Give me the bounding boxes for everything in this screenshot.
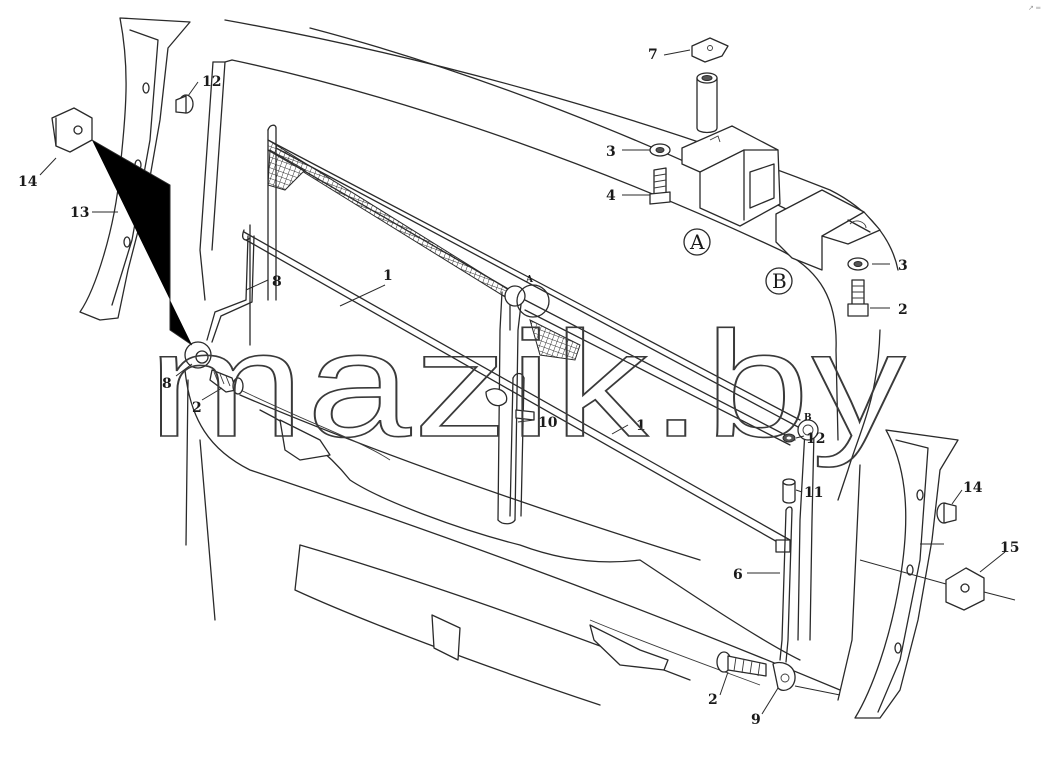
label-2-detail-b: 2 (898, 302, 908, 318)
pillar-15 (854, 429, 959, 719)
detail-a-view (649, 37, 781, 256)
label-7: 8 (272, 274, 282, 290)
label-2-bottom: 2 (708, 692, 718, 708)
label-6: 6 (733, 567, 743, 583)
detail-b-letter: B (772, 269, 787, 293)
callout-a-ring (504, 284, 550, 318)
clip-14-right (859, 559, 1016, 611)
spacer-and-washer (782, 433, 796, 504)
bottom-hinge-bracket (716, 651, 841, 696)
label-4: 4 (606, 188, 616, 204)
label-3-detail-b: 3 (898, 258, 908, 274)
label-14-right: 15 (1000, 540, 1019, 556)
radiator-frame (267, 124, 819, 641)
plug-12-left (175, 94, 194, 114)
rod-assembly (242, 224, 791, 553)
leader-lines (39, 49, 1006, 715)
label-3-detail-a: 3 (606, 144, 616, 160)
detail-a-letter: A (689, 230, 705, 254)
label-10: 11 (804, 485, 823, 501)
label-9: 10 (538, 415, 558, 431)
rod-6 (779, 506, 793, 663)
label-5: 7 (648, 47, 658, 63)
clip-14-left (51, 107, 193, 346)
corner-mark: ↗ ═ (1028, 4, 1041, 12)
plug-12-right (936, 502, 957, 524)
part-labels: 7 3 4 A B 3 2 12 14 13 8 1 A 8 2 1 10 B … (18, 47, 1019, 728)
callout-b-mark: B (804, 413, 812, 423)
label-12-right: 14 (963, 480, 983, 496)
callout-a-mark: A (525, 275, 534, 285)
label-8-bottom: 9 (751, 712, 761, 728)
cab-body-outline (184, 19, 899, 706)
label-2-left: 2 (192, 400, 202, 416)
left-hinge-bracket (184, 341, 244, 395)
label-1-upper: 1 (383, 268, 393, 284)
label-14-left: 14 (18, 174, 38, 190)
label-12-left: 12 (202, 74, 221, 90)
watermark-text: mazik.by (148, 300, 908, 468)
label-13: 13 (70, 205, 89, 221)
label-1-lower: 1 (636, 418, 646, 434)
rod-7 (206, 235, 255, 343)
detail-b-view (765, 189, 881, 317)
label-8-left: 8 (162, 376, 172, 392)
label-11: 12 (806, 431, 825, 447)
